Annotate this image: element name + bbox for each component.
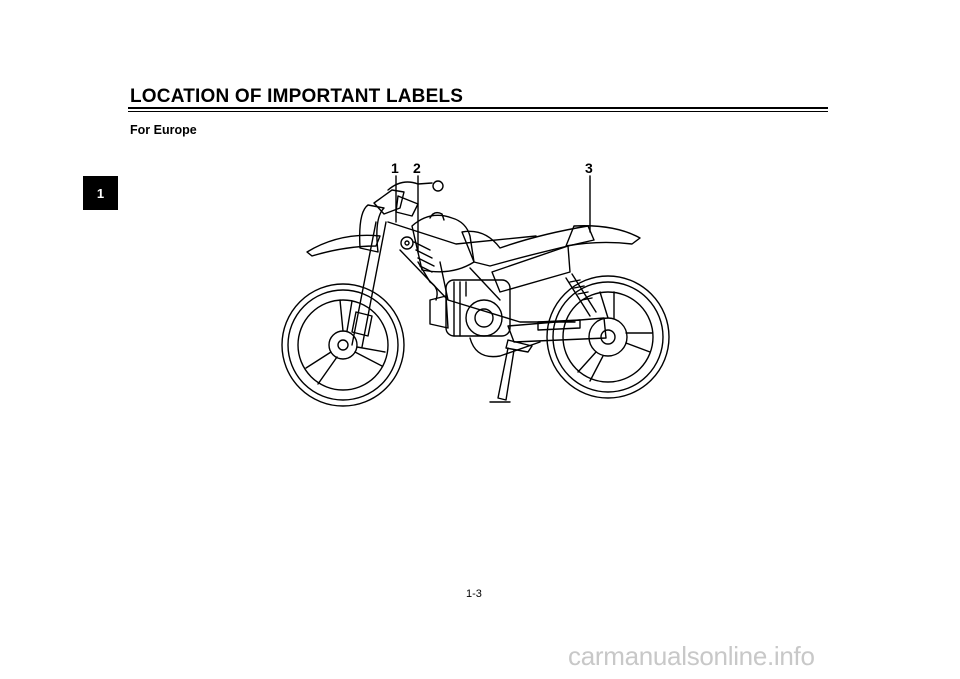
page-number: 1-3 (466, 588, 482, 600)
callout-2: 2 (413, 160, 421, 176)
fuel-tank (411, 211, 475, 273)
swingarm (507, 317, 607, 343)
title-rule (128, 107, 828, 109)
rear-fender (491, 225, 641, 293)
section-subtitle: For Europe (130, 123, 197, 137)
chapter-tab[interactable]: 1 (83, 176, 118, 210)
title-rule-thin (128, 111, 828, 112)
rear-wheel (546, 275, 670, 399)
callout-1: 1 (391, 160, 399, 176)
frame (387, 221, 576, 323)
exhaust (469, 337, 541, 358)
footpeg (505, 339, 533, 353)
front-fender (306, 234, 381, 257)
watermark: carmanualsonline.info (568, 641, 815, 671)
front-wheel (281, 283, 405, 407)
handlebar (387, 180, 444, 250)
front-fork (351, 189, 405, 348)
kickstand (489, 347, 515, 403)
page-title: LOCATION OF IMPORTANT LABELS (130, 86, 464, 107)
rear-shock (565, 273, 597, 317)
callout-3: 3 (585, 160, 593, 176)
seat (461, 225, 595, 267)
engine (417, 261, 511, 337)
